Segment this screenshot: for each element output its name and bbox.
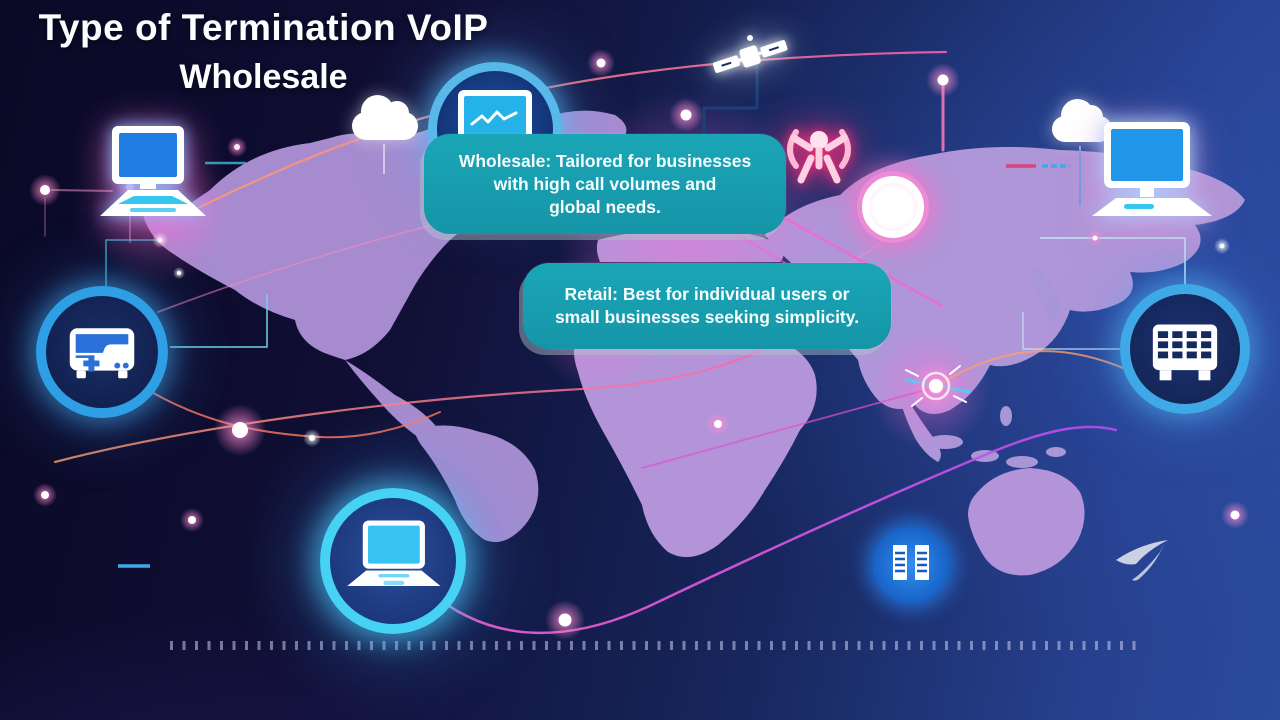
circuit-lines <box>105 64 1186 568</box>
broadcast-person-glyph <box>787 129 851 184</box>
laptop-glyph <box>100 126 206 216</box>
callout-retail-line2: small businesses seeking simplicity. <box>554 307 860 327</box>
server-towers-icon <box>872 526 950 604</box>
desktop-computer-icon <box>1090 122 1214 220</box>
cloud-icon <box>352 95 418 140</box>
callout-wholesale: Wholesale: Tailored for businesses with … <box>424 134 786 234</box>
satellite-icon <box>708 30 792 82</box>
page-title-line2: Wholesale <box>179 58 348 96</box>
desktop-computer-glyph <box>1092 122 1212 216</box>
page-title: Type of Termination VoIP Wholesale <box>6 2 521 100</box>
paper-plane-icon <box>1106 534 1174 588</box>
server-grid-circle-icon <box>1120 284 1250 414</box>
timeline-ticks <box>170 641 1142 650</box>
burst-node <box>905 360 967 412</box>
glow-ring-node <box>862 176 924 238</box>
voip-gateway-glyph <box>69 328 135 379</box>
server-grid-glyph <box>1152 324 1218 381</box>
cloud-icon <box>1052 99 1112 142</box>
satellite-glyph <box>712 35 788 73</box>
broadcast-person-icon <box>778 116 860 190</box>
callout-wholesale-line2: with high call volumes and <box>493 173 717 194</box>
laptop-circle-glyph <box>347 520 441 587</box>
voip-gateway-circle-icon <box>36 286 168 418</box>
page-title-line1: Type of Termination VoIP <box>38 7 489 48</box>
paper-plane-glyph <box>1116 540 1168 581</box>
server-towers-glyph <box>893 545 929 580</box>
callout-retail-line1: Retail: Best for individual users or <box>564 284 850 304</box>
callout-retail: Retail: Best for individual users or sma… <box>523 263 891 349</box>
callout-wholesale-line3: global needs. <box>549 196 661 217</box>
laptop-icon <box>90 124 215 232</box>
monitor-glyph <box>458 90 532 161</box>
callout-wholesale-line1: Wholesale: Tailored for businesses <box>458 150 752 171</box>
laptop-circle-icon <box>320 488 466 634</box>
